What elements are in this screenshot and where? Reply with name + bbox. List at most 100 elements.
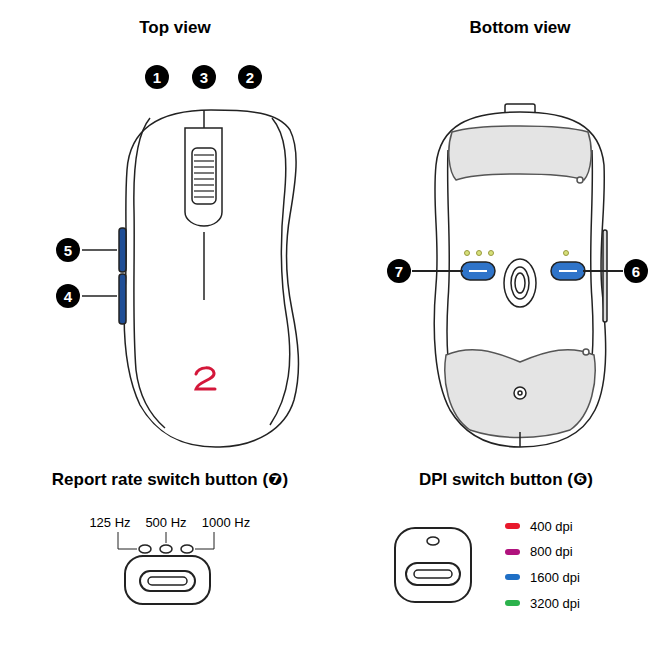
legend-swatch <box>505 523 520 529</box>
leader-line <box>412 270 463 272</box>
led <box>465 251 470 256</box>
callout-number: 3 <box>192 65 216 89</box>
view-heading: Report rate switch button (❼) <box>52 470 288 489</box>
screw-hole <box>514 387 526 399</box>
label-wrap: 500 Hz <box>145 513 186 531</box>
button-pill <box>140 571 195 591</box>
legend-row: 3200 dpi <box>505 596 580 611</box>
led <box>477 251 482 256</box>
led <box>489 251 494 256</box>
legend-text: 3200 dpi <box>530 596 580 611</box>
led <box>160 545 172 553</box>
label-wrap: Top view <box>139 18 210 38</box>
callout-digit: 3 <box>200 70 208 85</box>
leader-line <box>82 249 117 251</box>
dpi-detail <box>395 528 471 602</box>
report-rate-detail <box>118 532 214 604</box>
view-heading: DPI switch button (❻) <box>419 470 593 489</box>
view-heading: Bottom view <box>469 18 570 37</box>
legend-swatch <box>505 549 520 555</box>
side-button-back <box>119 274 126 324</box>
screw-hole-inner <box>518 391 522 395</box>
callout-number: 6 <box>624 259 648 283</box>
button-pill <box>406 563 460 585</box>
scroll-wheel <box>192 148 216 204</box>
shell-edge-right <box>270 118 290 425</box>
callout-digit: 4 <box>64 289 72 304</box>
leader-line <box>583 270 623 272</box>
ridge <box>194 178 214 179</box>
rate-label: 500 Hz <box>145 515 186 530</box>
skate-tab <box>577 177 583 183</box>
side-button-front <box>119 228 126 272</box>
pointer-line <box>195 532 214 549</box>
ridge <box>194 160 214 161</box>
bottom-skate <box>445 350 595 438</box>
callout-digit: 1 <box>153 70 161 85</box>
seam <box>519 432 521 447</box>
ridge <box>194 166 214 167</box>
leader-line <box>82 295 117 297</box>
button-split <box>203 110 205 128</box>
led <box>427 537 439 545</box>
callout-digit: 5 <box>64 243 72 258</box>
wheel-ridges <box>194 155 214 197</box>
wheel-channel <box>185 128 222 226</box>
ridge <box>194 196 214 197</box>
led <box>139 545 151 553</box>
legend-swatch <box>505 574 520 580</box>
label-wrap: 125 Hz <box>89 513 130 531</box>
legend-text: 800 dpi <box>530 544 573 559</box>
top-skate <box>449 126 591 180</box>
label-wrap: Bottom view <box>469 18 570 38</box>
sensor <box>504 259 536 307</box>
label-wrap: Report rate switch button (❼) <box>52 470 288 490</box>
button-pill-inner <box>414 570 452 578</box>
center-line <box>203 232 205 300</box>
legend-text: 400 dpi <box>530 519 573 534</box>
button-groove <box>469 270 487 272</box>
callout-digit: 6 <box>632 264 640 279</box>
ridge <box>194 172 214 173</box>
ridge <box>194 190 214 191</box>
led <box>181 545 193 553</box>
report-rate-button <box>461 262 495 280</box>
mouse-top-view <box>82 110 298 447</box>
mouse-bottom-view <box>412 104 623 447</box>
callout-number: 5 <box>56 238 80 262</box>
callout-number: 1 <box>145 65 169 89</box>
rate-label: 1000 Hz <box>202 515 250 530</box>
button-pill-inner <box>148 577 187 585</box>
led <box>564 251 569 256</box>
side-button-edge <box>603 230 607 322</box>
sensor-lens <box>511 267 529 299</box>
skate-tab <box>583 349 589 355</box>
legend-swatch <box>505 600 520 606</box>
button-housing <box>125 556 210 604</box>
callout-digit: 2 <box>246 70 254 85</box>
ridge <box>194 184 214 185</box>
callout-digit: 7 <box>395 264 403 279</box>
legend-row: 400 dpi <box>505 519 573 534</box>
sensor-eye <box>515 273 525 293</box>
pointer-line <box>118 532 137 549</box>
legend-text: 1600 dpi <box>530 570 580 585</box>
shell-edge-left <box>134 118 165 428</box>
button-housing <box>395 528 471 602</box>
zowie-logo <box>196 368 215 389</box>
callout-number: 7 <box>387 259 411 283</box>
mouse-shell <box>124 110 298 447</box>
view-heading: Top view <box>139 18 210 37</box>
button-groove <box>559 270 577 272</box>
label-wrap: 1000 Hz <box>202 513 250 531</box>
callout-number: 4 <box>56 284 80 308</box>
rate-label: 125 Hz <box>89 515 130 530</box>
ridge <box>194 154 214 155</box>
legend-row: 1600 dpi <box>505 570 580 585</box>
pointer-line <box>166 532 167 543</box>
label-wrap: DPI switch button (❻) <box>419 470 593 490</box>
legend-row: 800 dpi <box>505 544 573 559</box>
callout-number: 2 <box>238 65 262 89</box>
mouse-shell <box>434 112 605 447</box>
